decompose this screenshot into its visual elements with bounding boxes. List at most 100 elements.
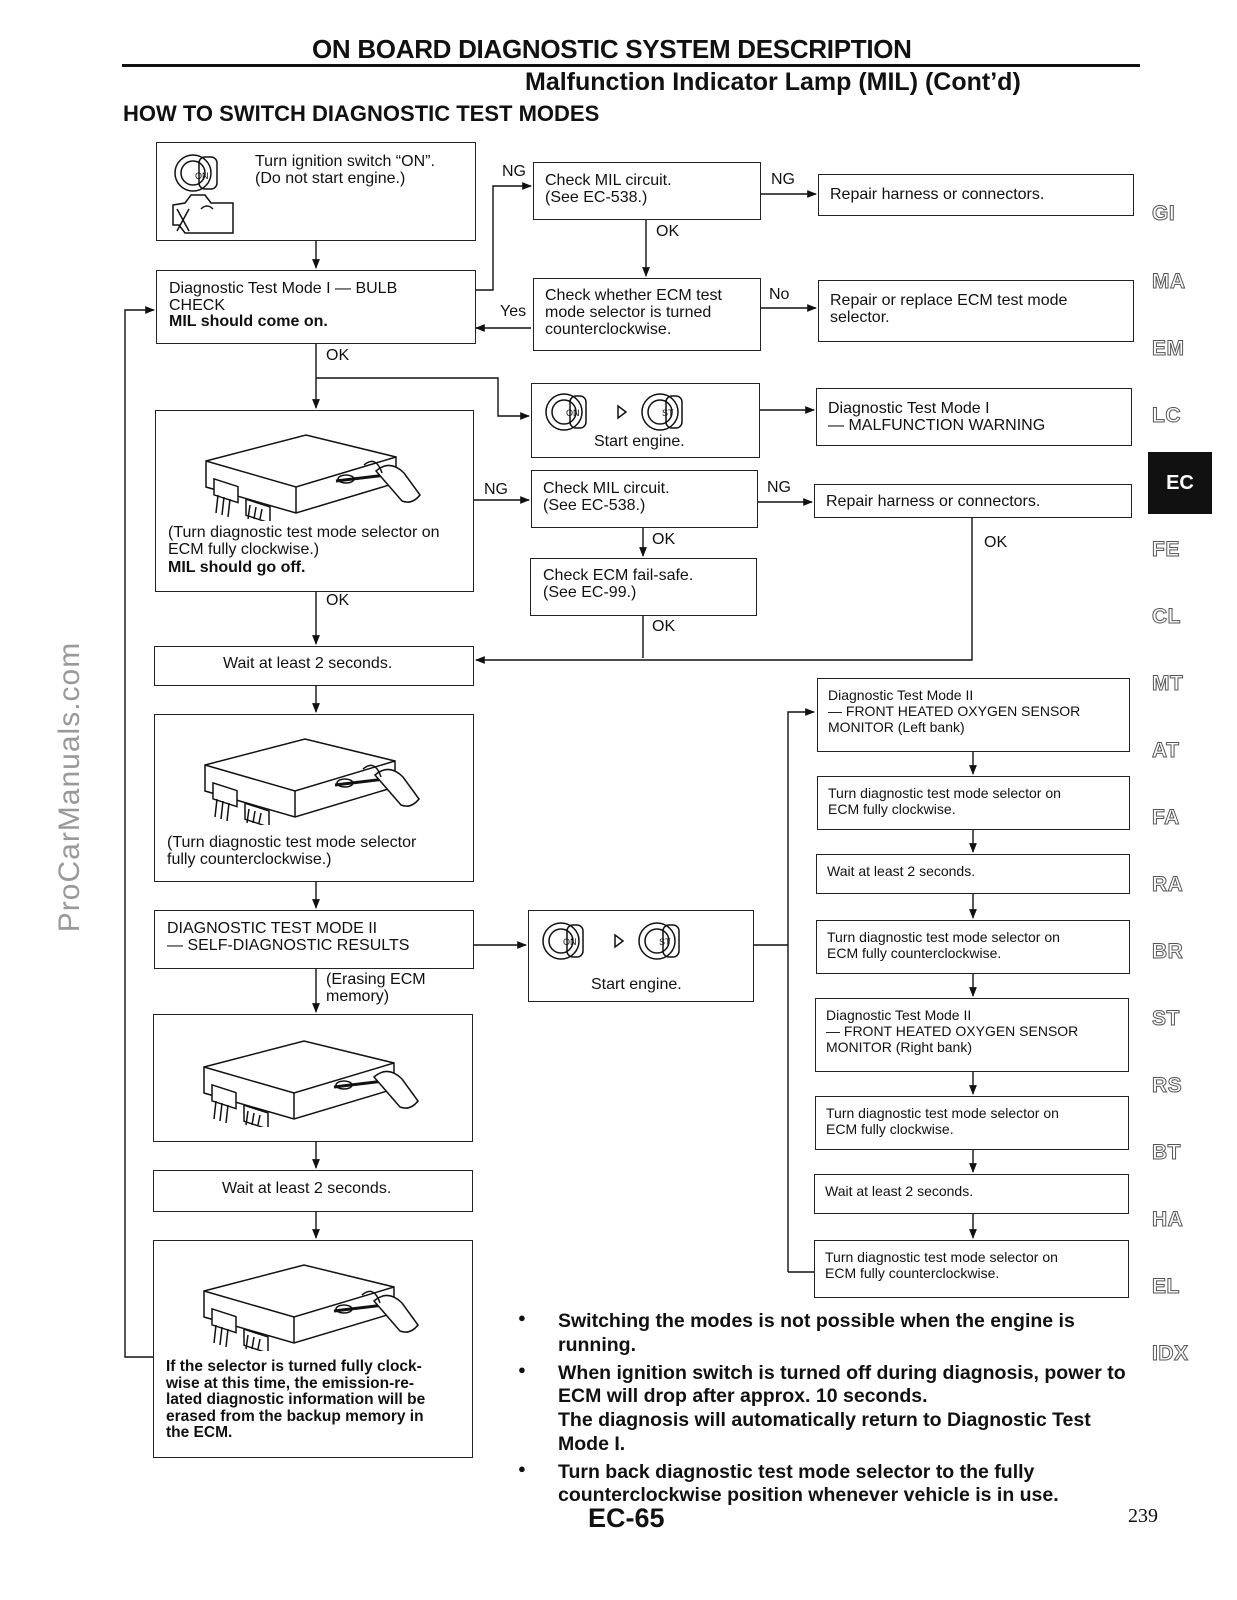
right-chain-ccw-2-text: Turn diagnostic test mode selector on EC…	[825, 1249, 1058, 1282]
right-chain-wait-2: Wait at least 2 seconds.	[814, 1174, 1129, 1214]
label-ng: NG	[482, 481, 510, 499]
bulb-check-step: Diagnostic Test Mode I — BULB CHECK MIL …	[156, 270, 476, 344]
check-mil-circuit-2: Check MIL circuit. (See EC-538.)	[531, 470, 758, 528]
repair-replace-selector: Repair or replace ECM test mode selector…	[818, 280, 1134, 342]
check-ecm-failsafe: Check ECM fail-safe. (See EC-99.)	[530, 558, 757, 616]
o2-sensor-left-text: Diagnostic Test Mode II — FRONT HEATED O…	[828, 687, 1081, 736]
right-chain-wait-2-text: Wait at least 2 seconds.	[825, 1183, 974, 1199]
ecm-screwdriver-icon	[203, 1264, 419, 1351]
repair-harness-1: Repair harness or connectors.	[818, 174, 1134, 216]
notes-list: Switching the modes is not possible when…	[518, 1310, 1138, 1512]
right-chain-cw-2: Turn diagnostic test mode selector on EC…	[815, 1096, 1129, 1150]
tab-br[interactable]: BR	[1151, 940, 1184, 964]
right-chain-cw-1: Turn diagnostic test mode selector on EC…	[817, 776, 1130, 830]
ignition-on-step: ON Turn ignition switch “ON”. (Do not st…	[156, 142, 476, 241]
tab-fa[interactable]: FA	[1152, 806, 1180, 830]
self-diagnostic-results-mode: DIAGNOSTIC TEST MODE II — SELF-DIAGNOSTI…	[154, 910, 474, 969]
note-item: When ignition switch is turned off durin…	[518, 1362, 1138, 1457]
wait-step-2-text: Wait at least 2 seconds.	[222, 1180, 392, 1197]
key-turn-icon: ON ST	[545, 393, 683, 431]
ignition-text: Turn ignition switch “ON”. (Do not start…	[255, 153, 435, 187]
label-ok: OK	[650, 618, 678, 636]
label-ok: OK	[324, 592, 352, 610]
label-ok: OK	[654, 223, 682, 241]
o2-sensor-right-text: Diagnostic Test Mode II — FRONT HEATED O…	[826, 1007, 1079, 1056]
check-mil-circuit-2-text: Check MIL circuit. (See EC-538.)	[543, 480, 670, 514]
start-engine-1-text: Start engine.	[594, 433, 685, 450]
bulb-check-result: MIL should come on.	[169, 313, 328, 330]
tab-em[interactable]: EM	[1152, 337, 1185, 361]
tab-gi[interactable]: GI	[1151, 202, 1176, 226]
ecm-screwdriver-icon	[204, 738, 420, 825]
label-ok: OK	[982, 534, 1010, 552]
page-title: ON BOARD DIAGNOSTIC SYSTEM DESCRIPTION	[312, 34, 912, 64]
right-chain-ccw-1-text: Turn diagnostic test mode selector on EC…	[827, 929, 1060, 962]
check-ecm-selector-text: Check whether ECM test mode selector is …	[545, 287, 722, 338]
key-st-text: ST	[659, 937, 671, 947]
key-on-text: ON	[563, 937, 577, 947]
check-mil-circuit-1: Check MIL circuit. (See EC-538.)	[533, 162, 761, 220]
wait-step-1-text: Wait at least 2 seconds.	[223, 655, 393, 672]
tab-bt[interactable]: BT	[1152, 1141, 1182, 1165]
right-chain-cw-2-text: Turn diagnostic test mode selector on EC…	[826, 1105, 1059, 1138]
note-item: Turn back diagnostic test mode selector …	[518, 1461, 1138, 1509]
right-chain-ccw-2: Turn diagnostic test mode selector on EC…	[814, 1240, 1129, 1298]
label-no: No	[767, 286, 792, 304]
label-ok: OK	[324, 347, 352, 365]
label-ng: NG	[769, 171, 797, 189]
repair-replace-selector-text: Repair or replace ECM test mode selector…	[830, 292, 1068, 326]
tab-rs[interactable]: RS	[1151, 1074, 1183, 1098]
start-engine-step-2: ON ST Start engine.	[528, 910, 754, 1002]
right-chain-wait-1-text: Wait at least 2 seconds.	[827, 863, 976, 879]
label-erasing-memory: (Erasing ECM memory)	[324, 971, 428, 1006]
watermark: ProCarManuals.com	[53, 641, 86, 933]
mil-off-result: MIL should go off.	[168, 559, 306, 576]
repair-harness-2-text: Repair harness or connectors.	[826, 493, 1041, 510]
self-diagnostic-results-text: DIAGNOSTIC TEST MODE II — SELF-DIAGNOSTI…	[167, 920, 410, 954]
erase-warning-text: If the selector is turned fully clock- w…	[166, 1358, 426, 1442]
repair-harness-1-text: Repair harness or connectors.	[830, 186, 1045, 203]
repair-harness-2: Repair harness or connectors.	[814, 484, 1132, 518]
ecm-screwdriver-icon	[205, 434, 421, 521]
tab-idx[interactable]: IDX	[1152, 1342, 1189, 1366]
tab-ec[interactable]: EC	[1148, 452, 1212, 514]
key-turn-icon: ON ST	[542, 922, 680, 960]
key-on-text: ON	[566, 408, 580, 418]
tab-ha[interactable]: HA	[1151, 1208, 1184, 1232]
check-ecm-selector: Check whether ECM test mode selector is …	[533, 278, 761, 351]
page-code: EC-65	[588, 1503, 665, 1533]
right-chain-cw-1-text: Turn diagnostic test mode selector on EC…	[828, 785, 1061, 818]
tab-st[interactable]: ST	[1152, 1007, 1180, 1031]
ecm-selector-clockwise-step: (Turn diagnostic test mode selector on E…	[155, 410, 474, 592]
malfunction-warning-mode: Diagnostic Test Mode I — MALFUNCTION WAR…	[816, 388, 1132, 446]
ccw-instruction: (Turn diagnostic test mode selector full…	[167, 834, 417, 868]
wait-step-2: Wait at least 2 seconds.	[153, 1170, 473, 1212]
malfunction-warning-text: Diagnostic Test Mode I — MALFUNCTION WAR…	[828, 400, 1046, 434]
label-ng: NG	[500, 163, 528, 181]
page-number: 239	[1128, 1505, 1158, 1527]
check-ecm-failsafe-text: Check ECM fail-safe. (See EC-99.)	[543, 567, 694, 601]
ecm-selector-clockwise-erase	[153, 1014, 473, 1142]
note-item: Switching the modes is not possible when…	[518, 1310, 1138, 1358]
section-heading: HOW TO SWITCH DIAGNOSTIC TEST MODES	[123, 101, 600, 126]
title-rule	[122, 64, 1140, 67]
clockwise-instruction: (Turn diagnostic test mode selector on E…	[168, 524, 440, 558]
tab-ma[interactable]: MA	[1152, 270, 1186, 294]
start-engine-step-1: ON ST Start engine.	[531, 383, 760, 458]
erase-warning-step: If the selector is turned fully clock- w…	[153, 1240, 473, 1458]
tab-el[interactable]: EL	[1152, 1275, 1180, 1299]
o2-sensor-left-mode: Diagnostic Test Mode II — FRONT HEATED O…	[817, 678, 1130, 752]
label-ok: OK	[650, 531, 678, 549]
tab-at[interactable]: AT	[1151, 739, 1180, 763]
key-st-text: ST	[662, 408, 674, 418]
key-on-text: ON	[195, 171, 209, 181]
tab-fe[interactable]: FE	[1152, 538, 1180, 562]
tab-cl[interactable]: CL	[1152, 605, 1182, 629]
tab-lc[interactable]: LC	[1152, 404, 1182, 428]
right-chain-ccw-1: Turn diagnostic test mode selector on EC…	[816, 920, 1130, 974]
o2-sensor-right-mode: Diagnostic Test Mode II — FRONT HEATED O…	[815, 998, 1129, 1072]
tab-ra[interactable]: RA	[1151, 873, 1184, 897]
tab-mt[interactable]: MT	[1151, 672, 1184, 696]
label-yes: Yes	[498, 303, 529, 321]
